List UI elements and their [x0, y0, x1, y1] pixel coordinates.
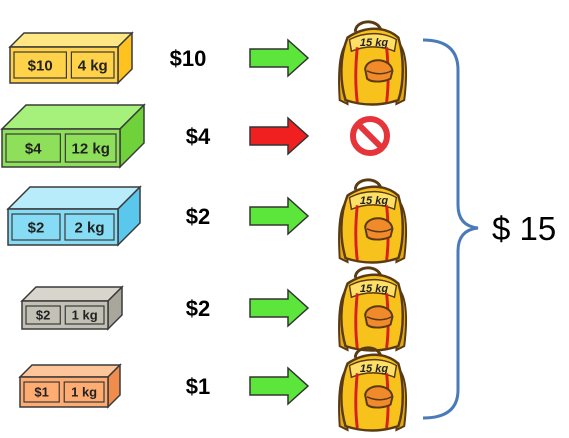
item-box: $2 2 kg [6, 185, 142, 247]
prohibited-icon [350, 116, 390, 156]
red-arrow-icon [249, 116, 310, 156]
green-arrow-icon [249, 366, 310, 406]
box-price-label: $4 [25, 140, 42, 157]
box-weight-label: 1 kg [71, 385, 97, 400]
box-weight-label: 2 kg [74, 219, 104, 236]
item-value-label: $10 [170, 46, 207, 71]
backpack-icon: 15 kg [337, 266, 408, 352]
backpack-weight-label: 15 kg [360, 195, 388, 207]
item-row: $4 12 kg $4 [0, 103, 390, 169]
total-brace [422, 38, 479, 420]
item-value-label: $2 [186, 296, 210, 321]
box-weight-label: 12 kg [72, 140, 110, 157]
green-arrow-icon [249, 196, 310, 236]
box-price-label: $1 [34, 385, 48, 400]
item-row: $2 2 kg $2 15 kg [6, 178, 408, 264]
green-arrow-icon [249, 288, 310, 328]
item-value-label: $4 [186, 124, 211, 149]
box-price-label: $10 [28, 57, 53, 74]
backpack-icon: 15 kg [337, 178, 408, 264]
item-box: $10 4 kg [8, 31, 134, 85]
item-box: $1 1 kg [18, 363, 122, 409]
item-row: $10 4 kg $10 15 kg [8, 20, 408, 106]
item-box: $2 1 kg [20, 285, 124, 331]
item-row: $2 1 kg $2 15 kg [20, 266, 408, 352]
backpack-weight-label: 15 kg [360, 363, 388, 375]
box-price-label: $2 [36, 308, 50, 323]
box-weight-label: 4 kg [78, 57, 108, 74]
item-box: $4 12 kg [0, 103, 146, 169]
total-label: $ 15 [492, 210, 556, 247]
item-value-label: $1 [186, 374, 210, 399]
green-arrow-icon [249, 38, 310, 78]
backpack-icon: 15 kg [337, 20, 408, 106]
backpack-weight-label: 15 kg [360, 283, 388, 295]
item-value-label: $2 [186, 204, 210, 229]
backpack-icon: 15 kg [337, 346, 408, 432]
backpack-weight-label: 15 kg [360, 37, 388, 49]
item-row: $1 1 kg $1 15 kg [18, 346, 408, 432]
box-weight-label: 1 kg [72, 308, 98, 323]
box-price-label: $2 [28, 219, 45, 236]
